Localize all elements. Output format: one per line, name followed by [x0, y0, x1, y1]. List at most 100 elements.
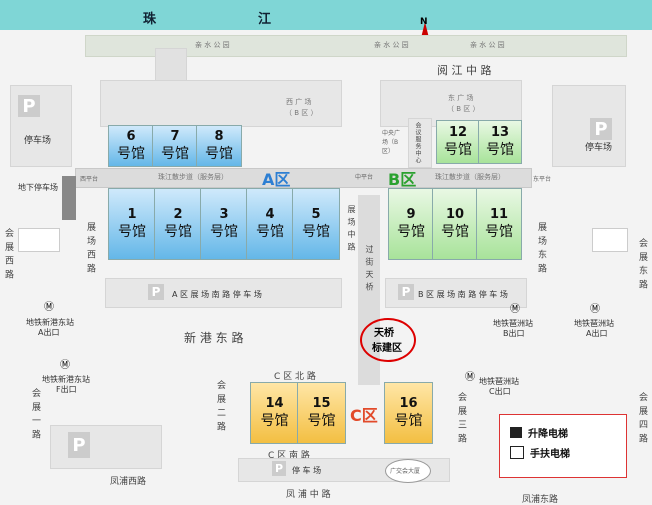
legend-escalator-label: 手扶电梯: [530, 449, 570, 460]
west-plaza: [100, 80, 342, 127]
parking-b-icon: P: [398, 284, 414, 300]
metro-icon-f: Ⓜ: [60, 360, 70, 371]
underground-ramp: [62, 176, 76, 220]
hall-6-number: 6: [126, 129, 136, 144]
hall-7-number: 7: [170, 129, 180, 144]
center-square-label: 中央广场（B区）: [382, 130, 401, 155]
road-fengpu-east: 凤浦东路: [522, 495, 559, 505]
hall-8-number: 8: [214, 129, 224, 144]
hall-14[interactable]: 14 号馆: [250, 382, 299, 444]
hall-5-number: 5: [311, 207, 321, 222]
east-platform-label: 东平台: [533, 176, 552, 183]
river-label-1: 珠: [143, 12, 159, 27]
metro-pazhou-c-name: 地铁琶洲站: [479, 377, 519, 386]
hall-9-number: 9: [406, 207, 416, 222]
road-fengpu-west: 凤浦西路: [110, 477, 147, 487]
canton-fair-building: [385, 459, 431, 483]
parking-nw-label: 停车场: [24, 136, 52, 146]
metro-icon-pazhou-a: Ⓜ: [590, 304, 600, 315]
hall-16-word: 号馆: [394, 413, 423, 429]
hall-8[interactable]: 8 号馆: [196, 125, 242, 167]
hall-1[interactable]: 1 号馆: [108, 188, 156, 260]
riverside-park: [85, 35, 627, 57]
parking-a-south: [105, 278, 342, 308]
hall-4[interactable]: 4 号馆: [246, 188, 294, 260]
west-plaza-sub: （ B 区 ）: [285, 109, 318, 117]
building-east: [592, 228, 628, 252]
parking-c-label: 停 车 场: [292, 466, 322, 475]
road-fengpu-mid: 凤 浦 中 路: [286, 490, 331, 500]
metro-pazhou-a-name: 地铁琶洲站: [574, 319, 614, 328]
hall-2-number: 2: [173, 207, 183, 222]
metro-pazhou-b-name: 地铁琶洲站: [493, 319, 533, 328]
hall-15[interactable]: 15 号馆: [297, 382, 346, 444]
hall-13[interactable]: 13 号馆: [478, 120, 522, 164]
metro-xingang-a-name: 地铁新港东站: [26, 318, 74, 327]
hall-6[interactable]: 6 号馆: [108, 125, 154, 167]
hall-9[interactable]: 9 号馆: [388, 188, 434, 260]
hall-10-number: 10: [445, 207, 465, 222]
road-huizhan-3: 会 展 三 路: [456, 392, 466, 444]
hall-1-word: 号馆: [118, 224, 146, 240]
hall-8-word: 号馆: [205, 146, 233, 162]
metro-pazhou-c-exit: C出口: [489, 387, 511, 396]
hall-5[interactable]: 5 号馆: [292, 188, 340, 260]
hall-3[interactable]: 3 号馆: [200, 188, 248, 260]
road-huizhan-1: 会 展 一 路: [30, 388, 40, 440]
legend-lift: 升降电梯: [510, 425, 568, 440]
metro-pazhou-b-exit: B出口: [503, 329, 525, 338]
park-label-right: 亲 水 公 园: [470, 41, 505, 49]
hall-1-number: 1: [127, 207, 137, 222]
lift-icon: [510, 427, 522, 438]
metro-xingang-a-exit: A出口: [38, 328, 60, 337]
park-label-mid: 亲 水 公 园: [374, 41, 409, 49]
west-plaza-title: 西 广 场: [286, 98, 312, 106]
road-huizhan-east: 展 场 东 路: [536, 222, 546, 274]
hall-13-word: 号馆: [486, 142, 514, 158]
river-label-2: 江: [258, 12, 274, 27]
landmark-circle: [360, 318, 416, 362]
hall-6-word: 号馆: [117, 146, 145, 162]
mid-platform-label: 中平台: [355, 174, 374, 181]
parking-sw: [50, 425, 162, 469]
north-label: N: [420, 17, 428, 27]
hall-15-word: 号馆: [307, 413, 336, 429]
parking-b-label: B 区 展 场 南 路 停 车 场: [418, 290, 508, 299]
metro-icon-a: Ⓜ: [44, 302, 54, 313]
hall-14-number: 14: [265, 396, 284, 411]
hall-16[interactable]: 16 号馆: [384, 382, 433, 444]
legend-escalator: 手扶电梯: [510, 445, 570, 460]
building-west: [18, 228, 60, 252]
hall-2[interactable]: 2 号馆: [154, 188, 202, 260]
parking-ne: [552, 85, 626, 167]
hall-12-number: 12: [448, 125, 468, 140]
metro-icon-pazhou-c: Ⓜ: [465, 372, 475, 383]
road-huizhan-east-right: 会 展 东 路: [637, 238, 647, 290]
hall-11[interactable]: 11 号馆: [476, 188, 522, 260]
metro-pazhou-a-exit: A出口: [586, 329, 608, 338]
underground-parking-label: 地下停车场: [18, 183, 58, 192]
parking-c-icon: P: [272, 461, 286, 476]
zone-b-label: B区: [388, 170, 417, 189]
hall-7[interactable]: 7 号馆: [152, 125, 198, 167]
hall-13-number: 13: [490, 125, 510, 140]
hall-7-word: 号馆: [161, 146, 189, 162]
road-huizhan-2: 会 展 二 路: [215, 380, 225, 432]
conference-center: [408, 118, 432, 168]
escalator-icon: [510, 446, 524, 459]
river: [0, 0, 652, 30]
road-huizhan-west: 展 场 西 路: [85, 222, 95, 274]
hall-12-word: 号馆: [444, 142, 472, 158]
hall-4-number: 4: [265, 207, 275, 222]
road-huizhan-xi-left: 会 展 西 路: [3, 228, 13, 280]
park-label-left: 亲 水 公 园: [195, 41, 230, 49]
hall-3-number: 3: [219, 207, 229, 222]
metro-xingang-f-exit: F出口: [56, 385, 77, 394]
hall-16-number: 16: [399, 396, 418, 411]
landmark-line1: 天桥: [374, 328, 394, 339]
hall-10[interactable]: 10 号馆: [432, 188, 478, 260]
metro-xingang-f-name: 地铁新港东站: [42, 375, 90, 384]
legend-lift-label: 升降电梯: [528, 429, 568, 440]
hall-12[interactable]: 12 号馆: [436, 120, 480, 164]
canton-fair-building-label: 广交会大厦: [390, 468, 421, 475]
